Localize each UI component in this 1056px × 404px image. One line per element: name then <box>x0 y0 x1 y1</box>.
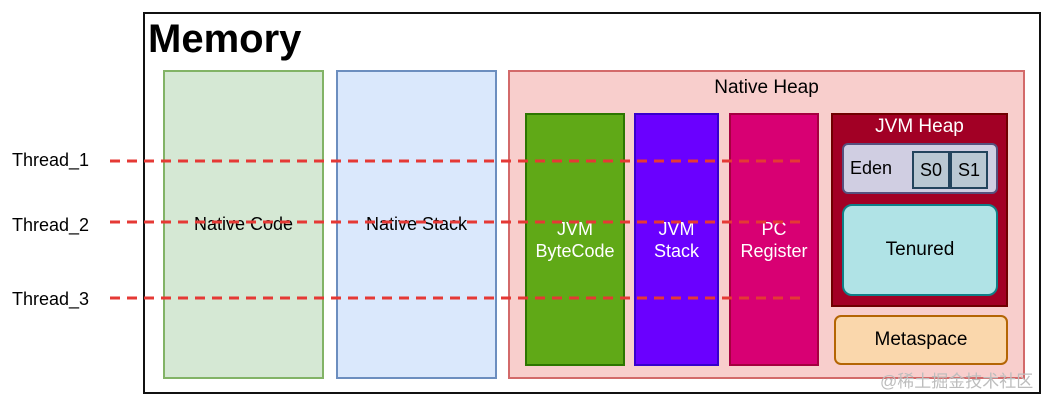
jvm-bytecode-region: JVM ByteCode <box>525 113 625 366</box>
thread-2-label: Thread_2 <box>12 215 90 235</box>
jvm-bytecode-label-line2: ByteCode <box>535 240 615 261</box>
survivor-s0-box: S0 <box>912 151 950 189</box>
s1-label: S1 <box>957 159 981 180</box>
native-code-region: Native Code <box>163 70 324 379</box>
memory-container <box>143 12 1041 394</box>
pc-register-label-line1: PC <box>761 218 787 239</box>
survivor-s1-box: S1 <box>950 151 988 189</box>
s0-label: S0 <box>919 159 943 180</box>
thread-3-label: Thread_3 <box>12 289 90 309</box>
jvm-stack-region: JVM Stack <box>634 113 719 366</box>
tenured-region: Tenured <box>842 204 998 296</box>
memory-title: Memory <box>148 17 302 61</box>
native-code-label: Native Code <box>193 214 294 234</box>
pc-register-region: PC Register <box>729 113 819 366</box>
native-heap-label: Native Heap <box>714 77 819 98</box>
jvm-stack-label-line2: Stack <box>653 240 700 261</box>
metaspace-label: Metaspace <box>874 329 968 350</box>
jvm-stack-label-line1: JVM <box>658 218 695 239</box>
metaspace-region: Metaspace <box>834 315 1008 365</box>
tenured-label: Tenured <box>885 239 955 260</box>
thread-1-label: Thread_1 <box>12 150 90 170</box>
native-stack-label: Native Stack <box>365 214 468 234</box>
native-stack-region: Native Stack <box>336 70 497 379</box>
pc-register-label-line2: Register <box>740 240 808 261</box>
eden-label: Eden <box>850 158 893 178</box>
jvm-heap-label: JVM Heap <box>875 116 964 137</box>
watermark: @稀土掘金技术社区 <box>880 372 1034 391</box>
jvm-bytecode-label-line1: JVM <box>557 218 593 239</box>
